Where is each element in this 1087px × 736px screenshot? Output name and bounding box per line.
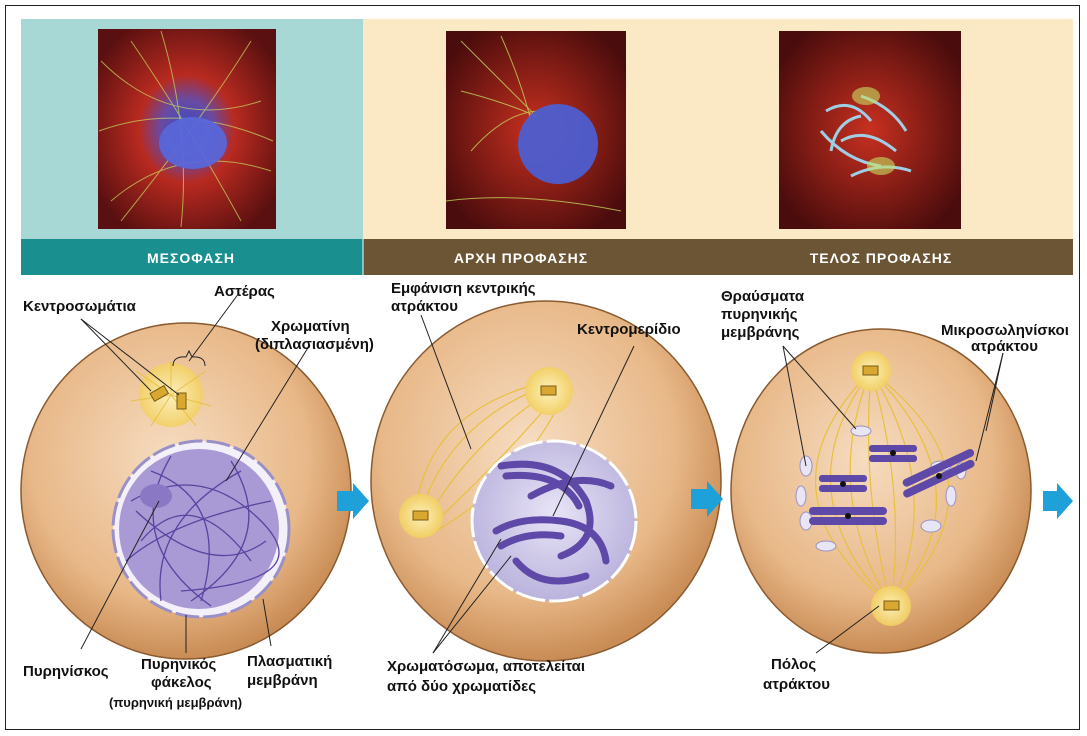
label-spindle-appearance-line2: ατράκτου bbox=[391, 298, 458, 315]
figure-frame: ΜΕΣΟΦΑΣΗ ΑΡΧΗ ΠΡΟΦΑΣΗΣ ΤΕΛΟΣ ΠΡΟΦΑΣΗΣ bbox=[5, 5, 1080, 730]
centrosome bbox=[413, 511, 428, 520]
centrosome bbox=[884, 601, 899, 610]
band-label-early-prophase: ΑΡΧΗ ΠΡΟΦΑΣΗΣ bbox=[454, 250, 588, 266]
label-nuclear-envelope-line2: φάκελος bbox=[151, 674, 212, 691]
label-envelope-fragments-line3: μεμβράνης bbox=[721, 324, 800, 341]
label-nuclear-envelope-line1: Πυρηνικός bbox=[141, 656, 217, 673]
centrosome bbox=[541, 386, 556, 395]
chromatin bbox=[119, 449, 279, 609]
label-centromere: Κεντρομερίδιο bbox=[577, 321, 681, 338]
label-aster: Αστέρας bbox=[214, 283, 275, 300]
nucleolus bbox=[140, 484, 172, 508]
mitosis-diagram: ΜΕΣΟΦΑΣΗ ΑΡΧΗ ΠΡΟΦΑΣΗΣ ΤΕΛΟΣ ΠΡΟΦΑΣΗΣ bbox=[6, 6, 1081, 731]
label-plasma-membrane-line1: Πλασματική bbox=[247, 653, 332, 670]
label-spindle-microtubules-line1: Μικροσωληνίσκοι bbox=[941, 322, 1069, 339]
label-spindle-pole-line1: Πόλος bbox=[771, 656, 816, 673]
label-plasma-membrane-line2: μεμβράνη bbox=[247, 672, 318, 689]
label-spindle-pole-line2: ατράκτου bbox=[763, 676, 830, 693]
late-prophase-micrograph bbox=[779, 31, 961, 229]
band-label-late-prophase: ΤΕΛΟΣ ΠΡΟΦΑΣΗΣ bbox=[810, 250, 953, 266]
label-chromatin-line1: Χρωματίνη bbox=[271, 318, 350, 335]
early-prophase-micrograph bbox=[446, 31, 626, 229]
interphase-micrograph bbox=[98, 29, 276, 229]
early-prophase-cell bbox=[371, 301, 721, 661]
label-centrosomes: Κεντροσωμάτια bbox=[23, 298, 137, 315]
label-envelope-fragments-line1: Θραύσματα bbox=[721, 288, 805, 305]
interphase-cell bbox=[21, 323, 351, 659]
label-spindle-appearance-line1: Εμφάνιση κεντρικής bbox=[391, 280, 536, 297]
label-envelope-fragments-line2: πυρηνικής bbox=[721, 306, 798, 323]
label-spindle-microtubules-line2: ατράκτου bbox=[971, 338, 1038, 355]
band-label-interphase: ΜΕΣΟΦΑΣΗ bbox=[147, 250, 235, 266]
label-chromosome-line1: Χρωματόσωμα, αποτελείται bbox=[387, 658, 585, 675]
next-phase-arrow bbox=[1043, 483, 1073, 519]
label-nucleolus: Πυρηνίσκος bbox=[23, 663, 109, 680]
centrosome bbox=[863, 366, 878, 375]
label-nuclear-envelope-line3: (πυρηνική μεμβράνη) bbox=[109, 695, 242, 710]
label-chromatin-line2: (διπλασιασμένη) bbox=[255, 336, 374, 353]
centrosome bbox=[177, 393, 186, 409]
label-chromosome-line2: από δύο χρωματίδες bbox=[387, 678, 536, 695]
late-prophase-cell bbox=[731, 329, 1031, 653]
